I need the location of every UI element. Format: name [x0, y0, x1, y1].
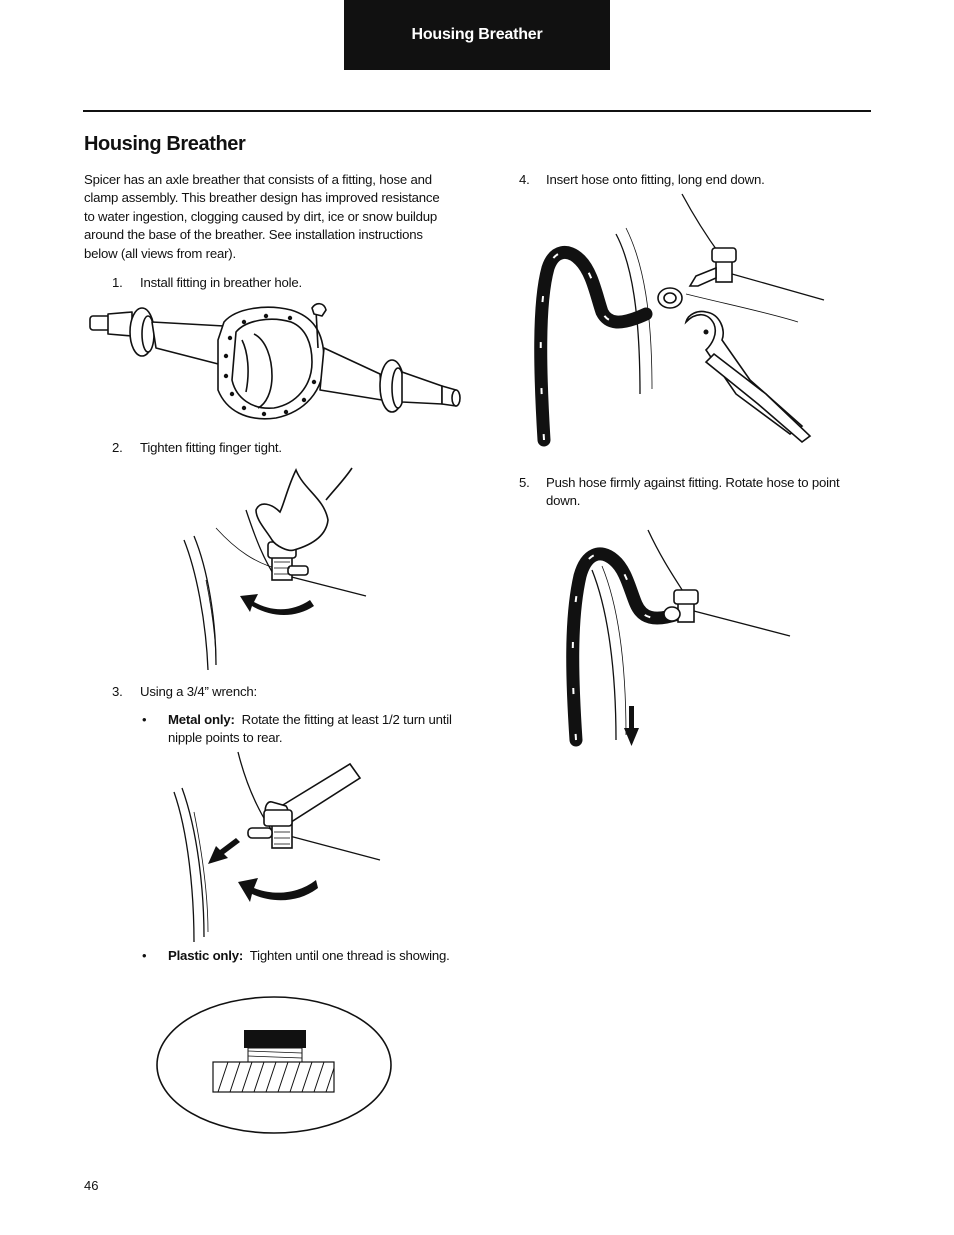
step-1-number: 1. [112, 275, 123, 290]
page-number: 46 [84, 1178, 99, 1193]
axle-housing-illustration [89, 302, 461, 420]
bullet-2-body: Tighten until one thread is showing. [249, 948, 450, 963]
header-rule [83, 110, 871, 112]
step-5-text: Push hose firmly against fitting. Rotate… [546, 475, 840, 509]
bullet-1-mark: • [142, 712, 147, 727]
step-5-number: 5. [519, 475, 530, 490]
step-1-text: Install fitting in breather hole. [140, 275, 303, 290]
bullet-2-mark: • [142, 948, 147, 963]
step-2-number: 2. [112, 440, 123, 455]
wrench-rotate-illustration [173, 751, 381, 943]
push-rotate-hose-illustration [566, 529, 791, 747]
header-tab-label: Housing Breather [411, 26, 543, 43]
section-title: Housing Breather [84, 133, 246, 155]
insert-hose-illustration [534, 193, 825, 447]
step-2-text: Tighten fitting finger tight. [140, 440, 282, 455]
step-3-number: 3. [112, 684, 123, 699]
step-4-text: Insert hose onto fitting, long end down. [546, 172, 765, 187]
step-3-text: Using a 3/4” wrench: [140, 684, 257, 699]
plastic-thread-detail-illustration [156, 996, 392, 1134]
bullet-1-text: Metal only: Rotate the fitting at least … [168, 711, 453, 748]
bullet-2-label: Plastic only: [168, 948, 244, 963]
bullet-1-label: Metal only: [168, 712, 235, 727]
header-tab: Housing Breather [344, 0, 610, 70]
bullet-2-text: Plastic only: Tighten until one thread i… [168, 947, 468, 965]
bullet-1-body: Rotate the fitting at least 1/2 turn unt… [168, 712, 452, 746]
finger-tighten-illustration [183, 467, 367, 671]
step-4-number: 4. [519, 172, 530, 187]
intro-paragraph: Spicer has an axle breather that consist… [84, 172, 440, 261]
